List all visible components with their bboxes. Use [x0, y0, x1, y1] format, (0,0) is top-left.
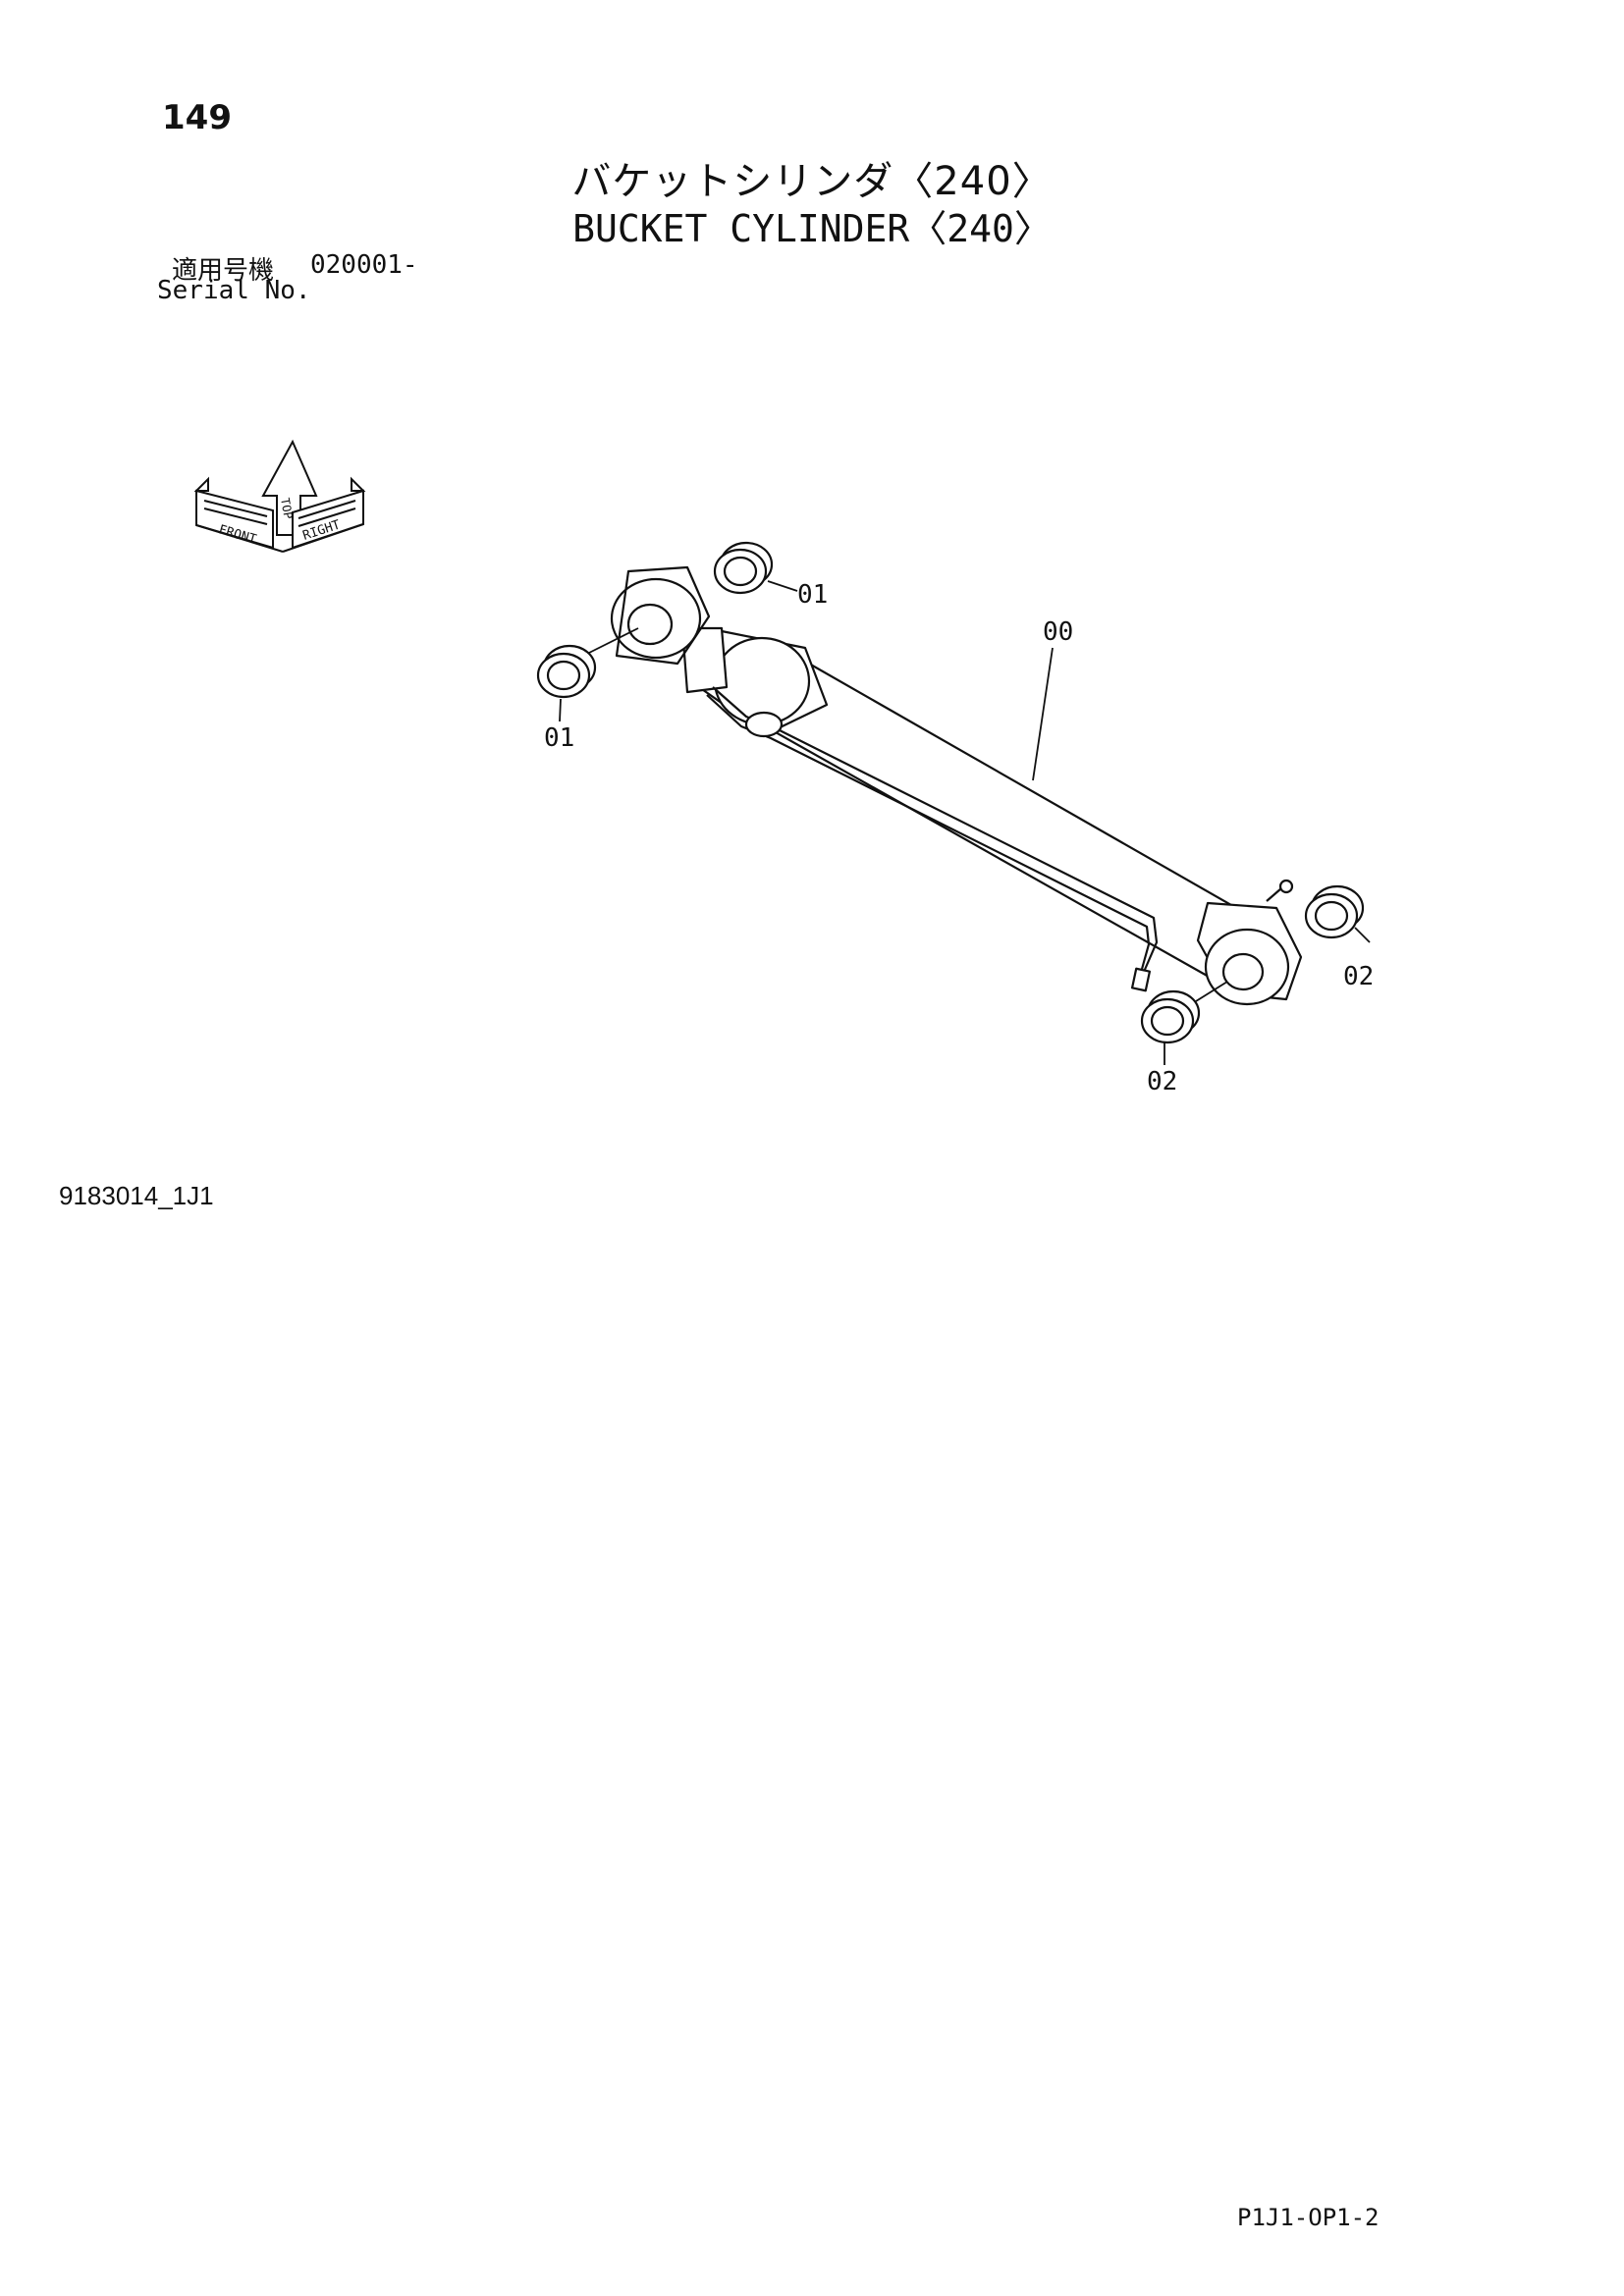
drawing-code: 9183014_1J1 [59, 1181, 214, 1210]
callout-part-01-upper: 01 [797, 580, 828, 610]
bucket-cylinder-assembly [536, 541, 1365, 1044]
orientation-label-top: TOP [278, 497, 296, 520]
callout-part-00: 00 [1043, 617, 1073, 647]
callout-part-01-lower: 01 [544, 723, 574, 753]
callout-part-02-right: 02 [1343, 962, 1374, 991]
sheet-code: P1J1-OP1-2 [1237, 2204, 1380, 2231]
serial-label-japanese: 適用号機 [172, 256, 275, 286]
page-title-english: BUCKET CYLINDER〈240〉 [572, 207, 1052, 250]
serial-label-english: Serial No. [157, 276, 311, 305]
orientation-cube-icon: FRONT TOP RIGHT [193, 439, 366, 553]
leader-lines [559, 580, 1371, 1065]
page-number: 149 [162, 98, 232, 137]
page-title-japanese: バケットシリンダ〈240〉 [571, 159, 1053, 204]
callout-part-02-lower: 02 [1147, 1067, 1177, 1096]
serial-number-value: 020001- [310, 250, 418, 280]
